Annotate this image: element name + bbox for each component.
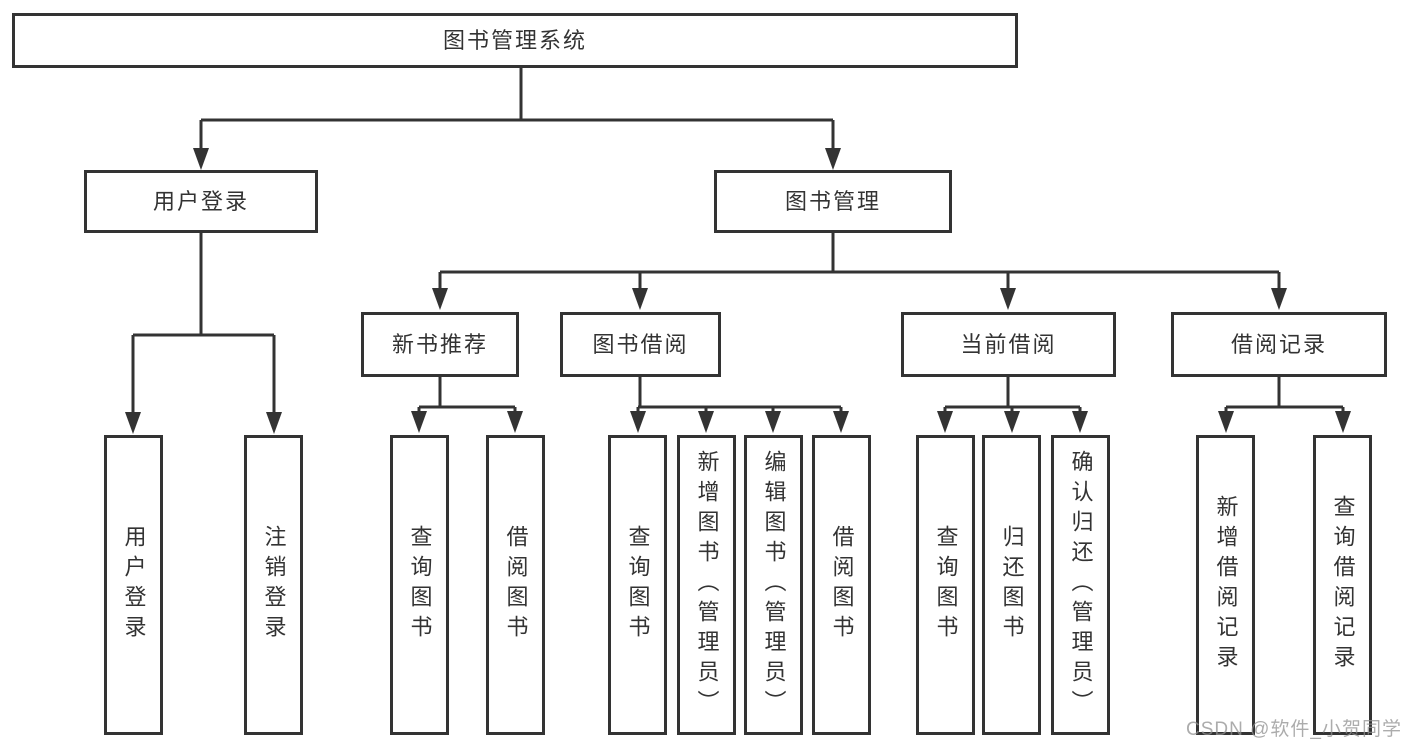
node-label: 查询图书 (407, 525, 433, 645)
node-book-borrowing: 图书借阅 (560, 312, 721, 377)
node-label: 新书推荐 (391, 331, 488, 357)
node-label: 查询借阅记录 (1330, 495, 1356, 675)
node-label: 确认归还（管理员） (1068, 450, 1094, 720)
node-book-management: 图书管理 (714, 170, 952, 233)
node-label: 注销登录 (261, 525, 287, 645)
leaf-bb-edit-books-admin: 编辑图书（管理员） (744, 435, 803, 735)
leaf-logout: 注销登录 (244, 435, 303, 735)
leaf-nb-borrow-books: 借阅图书 (486, 435, 545, 735)
node-label: 图书管理 (784, 188, 881, 214)
node-label: 借阅图书 (829, 525, 855, 645)
leaf-cb-confirm-return-admin: 确认归还（管理员） (1051, 435, 1110, 735)
node-label: 用户登录 (121, 525, 147, 645)
leaf-bb-add-books-admin: 新增图书（管理员） (677, 435, 736, 735)
node-label: 当前借阅 (960, 331, 1057, 357)
leaf-cb-query-books: 查询图书 (916, 435, 975, 735)
node-label: 新增借阅记录 (1213, 495, 1239, 675)
node-new-book-recommend: 新书推荐 (361, 312, 519, 377)
node-label: 查询图书 (625, 525, 651, 645)
leaf-bb-query-books: 查询图书 (608, 435, 667, 735)
node-label: 借阅图书 (503, 525, 529, 645)
leaf-user-login: 用户登录 (104, 435, 163, 735)
node-current-borrowing: 当前借阅 (901, 312, 1116, 377)
leaf-bb-borrow-books: 借阅图书 (812, 435, 871, 735)
node-library-management-system: 图书管理系统 (12, 13, 1018, 68)
node-label: 归还图书 (999, 525, 1025, 645)
watermark: CSDN @软件_小贺同学 (1186, 719, 1402, 740)
node-label: 图书管理系统 (442, 27, 587, 53)
node-borrowing-records: 借阅记录 (1171, 312, 1387, 377)
leaf-nb-query-books: 查询图书 (390, 435, 449, 735)
leaf-br-add-record: 新增借阅记录 (1196, 435, 1255, 735)
node-label: 查询图书 (933, 525, 959, 645)
node-label: 用户登录 (152, 188, 249, 214)
node-user-login: 用户登录 (84, 170, 318, 233)
node-label: 借阅记录 (1230, 331, 1327, 357)
leaf-cb-return-books: 归还图书 (982, 435, 1041, 735)
node-label: 新增图书（管理员） (694, 450, 720, 720)
leaf-br-query-record: 查询借阅记录 (1313, 435, 1372, 735)
node-label: 编辑图书（管理员） (761, 450, 787, 720)
node-label: 图书借阅 (592, 331, 689, 357)
